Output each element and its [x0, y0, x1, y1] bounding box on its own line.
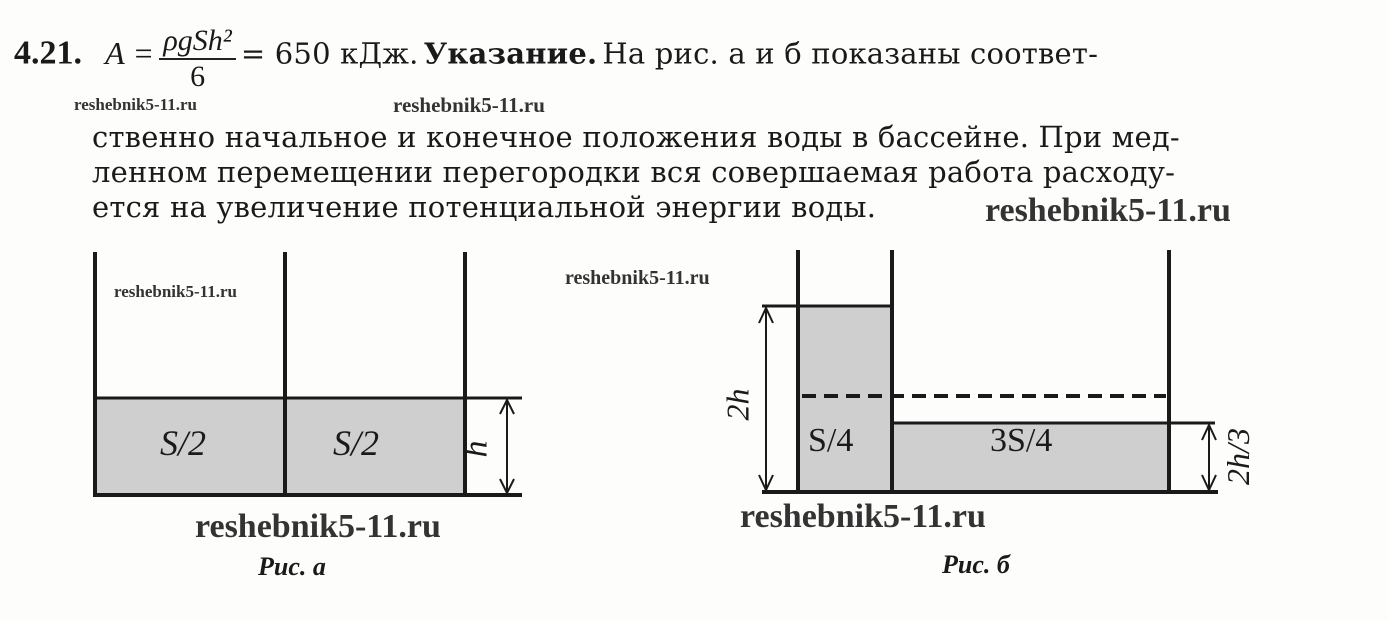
problem-line-3: ленном перемещении перегородки вся совер…: [92, 155, 1176, 189]
caption-a: Рис. а: [258, 552, 326, 581]
watermark: reshebnik5-11.ru: [74, 95, 197, 114]
watermark: reshebnik5-11.ru: [393, 93, 545, 117]
formula-result: = 650 кДж.: [240, 36, 419, 71]
label-b-left-height: 2h: [719, 388, 756, 421]
watermark: reshebnik5-11.ru: [740, 498, 986, 535]
formula-lhs: A =: [105, 34, 155, 71]
label-b-right-height: 2h/3: [1219, 428, 1256, 485]
formula-denominator: 6: [190, 60, 206, 93]
caption-b: Рис. б: [942, 550, 1010, 579]
label-a-height: h: [457, 440, 495, 458]
watermark: reshebnik5-11.ru: [565, 267, 710, 289]
label-b-right: 3S/4: [990, 422, 1053, 459]
problem-line-4: ется на увеличение потенциальной энергии…: [92, 190, 877, 224]
label-b-left: S/4: [808, 422, 854, 459]
figure-a-diagram: [93, 252, 522, 497]
water-b-left: [798, 306, 892, 492]
problem-line-2: ственно начальное и конечное положения в…: [92, 120, 1180, 154]
label-a-left: S/2: [160, 423, 207, 463]
formula-fraction: ρgSh² 6: [159, 24, 236, 94]
formula-numerator: ρgSh²: [159, 24, 236, 60]
label-a-right: S/2: [333, 423, 380, 463]
problem-line-1: 4.21. A = ρgSh² 6 = 650 кДж. Указание. Н…: [14, 24, 1098, 94]
figure-b-diagram: [758, 250, 1218, 494]
watermark: reshebnik5-11.ru: [114, 282, 237, 301]
watermark: reshebnik5-11.ru: [195, 508, 441, 545]
watermark: reshebnik5-11.ru: [985, 192, 1231, 229]
problem-number: 4.21.: [14, 34, 82, 72]
water-a: [95, 398, 465, 495]
hint-label: Указание.: [423, 36, 598, 71]
line1-rest: На рис. а и б показаны соответ-: [602, 36, 1099, 71]
water-b-right: [892, 423, 1169, 492]
